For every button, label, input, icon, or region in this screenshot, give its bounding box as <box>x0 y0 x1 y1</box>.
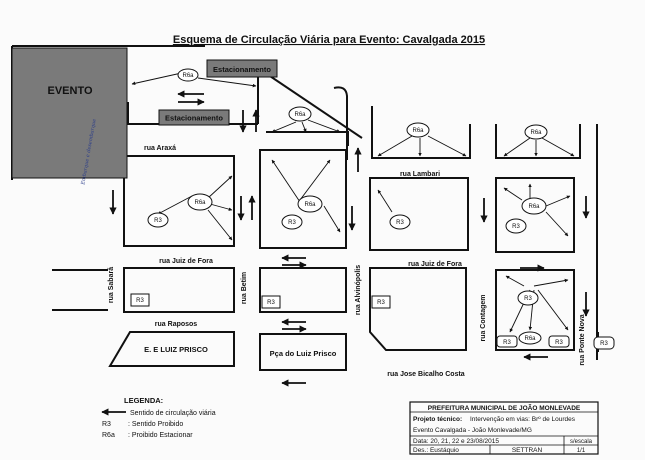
sign-r6a <box>521 197 547 215</box>
sign-r3 <box>593 336 615 350</box>
sign-boxes <box>130 293 615 350</box>
sign-r6a <box>518 331 542 345</box>
legend-item-text: : Proibido Estacionar <box>128 432 193 439</box>
street-label-araxa: rua Araxá <box>144 145 176 152</box>
parking-label-2: Estacionamento <box>165 114 223 123</box>
sign-r3 <box>517 290 539 306</box>
block-lambari <box>369 177 469 251</box>
street-label-jose-bicalho: rua Jose Bicalho Costa <box>387 371 465 378</box>
sign-r6a-text: R6a <box>530 130 542 136</box>
sign-r6a <box>297 195 323 213</box>
legend-item-code: R3 <box>102 421 111 428</box>
street-edge <box>495 124 581 159</box>
info-project-label: Projeto técnico: <box>413 416 462 423</box>
street-label-betim: rua Betim <box>241 272 248 304</box>
sign-r6a <box>524 124 548 140</box>
street-label-alvinopolis: rua Alvinópolis <box>355 265 362 315</box>
street-label-juiz-de-fora-2: rua Juiz de Fora <box>408 261 462 268</box>
street-label-sabara: rua Sabará <box>108 267 115 303</box>
legend-item-code: R6a <box>102 432 115 439</box>
sign-r3-text: R3 <box>524 296 532 302</box>
sign-r6a <box>288 106 312 122</box>
street-label-lambari: rua Lambari <box>400 171 440 178</box>
sign-r3 <box>261 295 281 309</box>
parking-label-1: Estacionamento <box>213 65 271 74</box>
sign-r3 <box>130 293 150 307</box>
info-project-text: Intervenção em vias: Brº de Lourdes <box>470 416 576 423</box>
info-date: Data: 20, 21, 22 e 23/08/2015 <box>413 438 499 445</box>
block-alvinopolis <box>369 267 467 351</box>
block-contagem <box>495 269 575 351</box>
sign-r6a-text: R6a <box>294 112 306 118</box>
info-sheet: 1/1 <box>577 448 586 454</box>
sign-r6a-text: R6a <box>194 200 206 206</box>
sign-r6a-text: R6a <box>528 204 540 210</box>
sign-r6a-text: R6a <box>524 336 536 342</box>
sign-r3 <box>496 335 518 348</box>
sign-r3-text: R3 <box>555 340 563 346</box>
sign-r3-text: R3 <box>154 218 162 224</box>
event-label: EVENTO <box>47 85 92 97</box>
street-edge <box>333 86 348 160</box>
block-betim <box>259 149 347 249</box>
sign-r3 <box>505 218 527 234</box>
info-org: PREFEITURA MUNICIPAL DE JOÃO MONLEVADE <box>428 403 581 412</box>
sign-r3 <box>548 335 570 348</box>
sign-r3 <box>147 212 169 228</box>
sign-labels: R6a R6a R6a R6a R6a R6a R6a R6a R3 R3 R3… <box>136 73 608 347</box>
street-edge <box>266 131 349 146</box>
street-label-ponte-nova: rua Ponte Nova <box>579 314 586 365</box>
sign-r3-text: R3 <box>396 220 404 226</box>
sign-r6a-text: R6a <box>304 202 316 208</box>
city-blocks <box>108 149 575 371</box>
square-label: Pça do Luiz Prisco <box>270 349 337 358</box>
sign-r3-text: R3 <box>512 224 520 230</box>
sign-r3-text: R3 <box>267 300 275 306</box>
sign-ellipses <box>147 68 548 345</box>
sign-r6a <box>177 68 199 82</box>
parking-area-1 <box>206 59 278 78</box>
street-label-raposos: rua Raposos <box>155 321 198 328</box>
traffic-arrows <box>109 90 590 387</box>
block-northeast <box>495 177 575 253</box>
sign-r6a-text: R6a <box>412 128 424 134</box>
sign-r3-text: R3 <box>600 341 608 347</box>
sign-r3 <box>389 214 411 230</box>
legend: LEGENDA: Sentido de circulação viária R3… <box>101 396 216 439</box>
info-event-line: Evento Cavalgada - João Monlevade/MG <box>413 427 532 434</box>
block-araxa <box>123 155 235 247</box>
info-designer: Des.: Eustáquio <box>413 447 459 454</box>
sign-r3-text: R3 <box>503 340 511 346</box>
info-box: PREFEITURA MUNICIPAL DE JOÃO MONLEVADE P… <box>409 401 599 455</box>
sign-r3-text: R3 <box>136 298 144 304</box>
sign-r3-text: R3 <box>288 220 296 226</box>
street-edge <box>257 67 363 139</box>
diagram-title: Esquema de Circulação Viária para Evento… <box>173 34 485 46</box>
sign-r6a <box>187 193 213 211</box>
block-praca <box>259 333 347 371</box>
block-sabara <box>123 267 235 313</box>
sign-r3-text: R3 <box>377 300 385 306</box>
street-label-contagem: rua Contagem <box>480 294 487 341</box>
sign-lines <box>131 71 575 333</box>
sign-r6a <box>406 122 430 138</box>
legend-item-text: Sentido de circulação viária <box>130 410 216 417</box>
sign-r3 <box>371 295 391 309</box>
parking-area-2 <box>158 109 230 126</box>
block-escola <box>108 331 235 367</box>
school-label: E. E LUIZ PRISCO <box>144 345 208 354</box>
info-scale: s/escala <box>570 439 593 445</box>
event-area <box>11 47 128 179</box>
street-label-juiz-de-fora-1: rua Juiz de Fora <box>159 258 213 265</box>
info-dept: SETTRAN <box>512 447 543 454</box>
sign-r6a-text: R6a <box>182 73 194 79</box>
legend-title: LEGENDA: <box>124 396 163 405</box>
legend-item-text: : Sentido Proibido <box>128 421 183 428</box>
sign-r3 <box>281 214 303 230</box>
street-edge <box>371 106 471 159</box>
